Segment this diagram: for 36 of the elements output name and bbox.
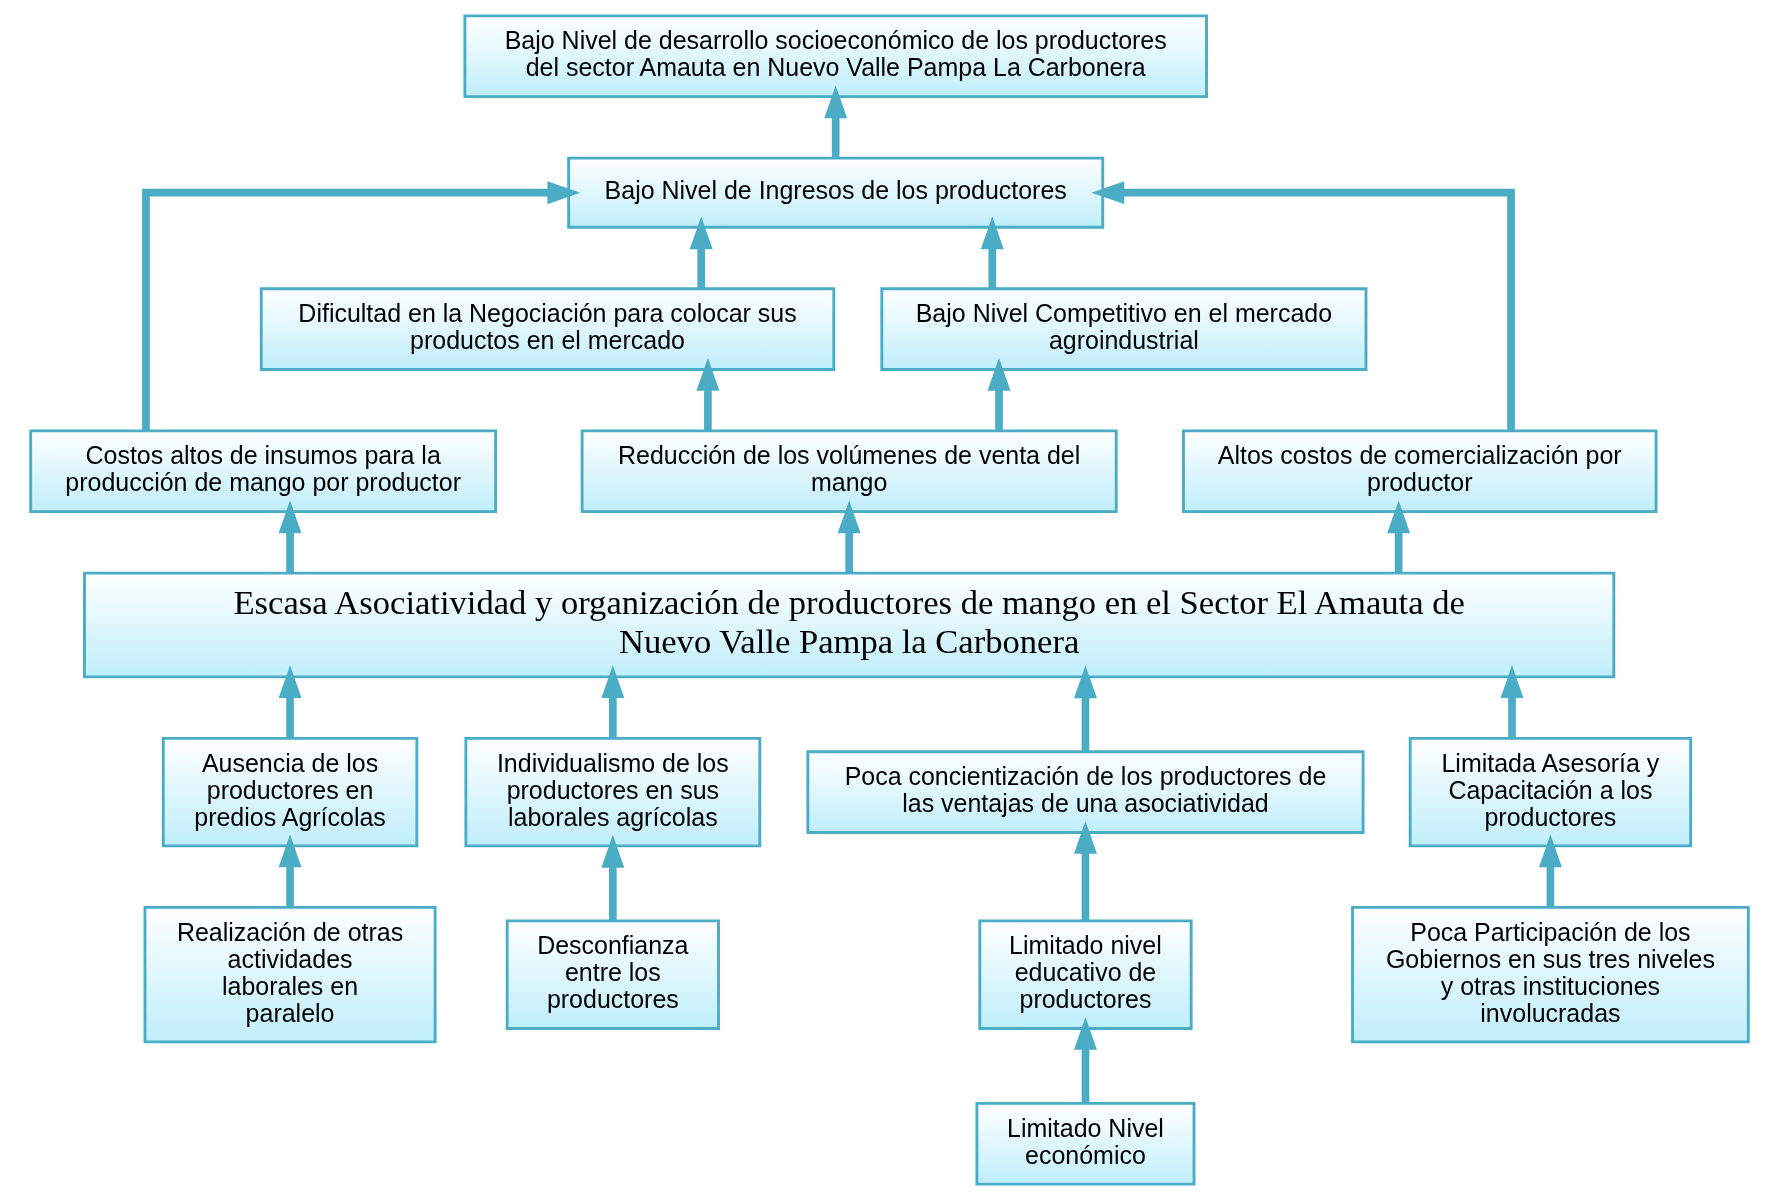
arrow <box>823 85 847 158</box>
arrow <box>987 357 1010 431</box>
node-box: Limitada Asesoría y Capacitación a los productores <box>1408 736 1692 848</box>
node-box: Ausencia de los productores en predios Agrícolas <box>161 736 418 848</box>
arrow <box>1073 820 1097 921</box>
arrow <box>1500 665 1523 739</box>
arrow <box>980 216 1004 289</box>
node-box: Poca Participación de los Gobiernos en sus tres niveles y otras instituciones involucradas <box>1350 905 1750 1044</box>
arrow <box>1538 834 1562 908</box>
node-box: Limitado Nivel económico <box>974 1101 1195 1186</box>
arrow <box>689 216 713 289</box>
arrow <box>1090 181 1515 431</box>
arrow <box>837 500 861 573</box>
arrow <box>600 834 624 921</box>
node-box: Reducción de los volúmenes de venta del mango <box>580 429 1118 514</box>
arrow <box>278 500 302 573</box>
arrow <box>141 181 580 431</box>
arrow <box>600 665 624 739</box>
arrow <box>1073 1016 1097 1103</box>
node-box: Costos altos de insumos para la producción de mango por productor <box>28 429 497 514</box>
node-box: Altos costos de comercialización por productor <box>1181 429 1658 514</box>
arrow <box>1386 500 1410 573</box>
node-box: Individualismo de los productores en sus laborales agrícolas <box>463 736 761 848</box>
arrow <box>278 665 302 739</box>
arrow <box>1073 665 1097 752</box>
node-box: Desconfianza entre los productores <box>505 919 720 1030</box>
node-box: Bajo Nivel Competitivo en el mercado agroindustrial <box>879 287 1367 371</box>
node-box: Escasa Asociatividad y organización de productores de mango en el Sector El Amauta de Nuevo Valle Pampa la Carbonera <box>82 571 1615 679</box>
arrow <box>695 357 719 431</box>
node-box: Limitado nivel educativo de productores <box>977 919 1193 1030</box>
node-box: Dificultad en la Negociación para colocar sus productos en el mercado <box>259 287 835 371</box>
node-box: Bajo Nivel de desarrollo socioeconómico de los productores del sector Amauta en Nuevo Valle Pampa La Carbonera <box>462 14 1208 99</box>
node-box: Bajo Nivel de Ingresos de los productores <box>566 156 1104 229</box>
node-box: Poca concientización de los productores de las ventajas de una asociatividad <box>805 750 1365 834</box>
arrow <box>278 834 302 908</box>
node-box: Realización de otras actividades laborales en paralelo <box>143 905 437 1044</box>
